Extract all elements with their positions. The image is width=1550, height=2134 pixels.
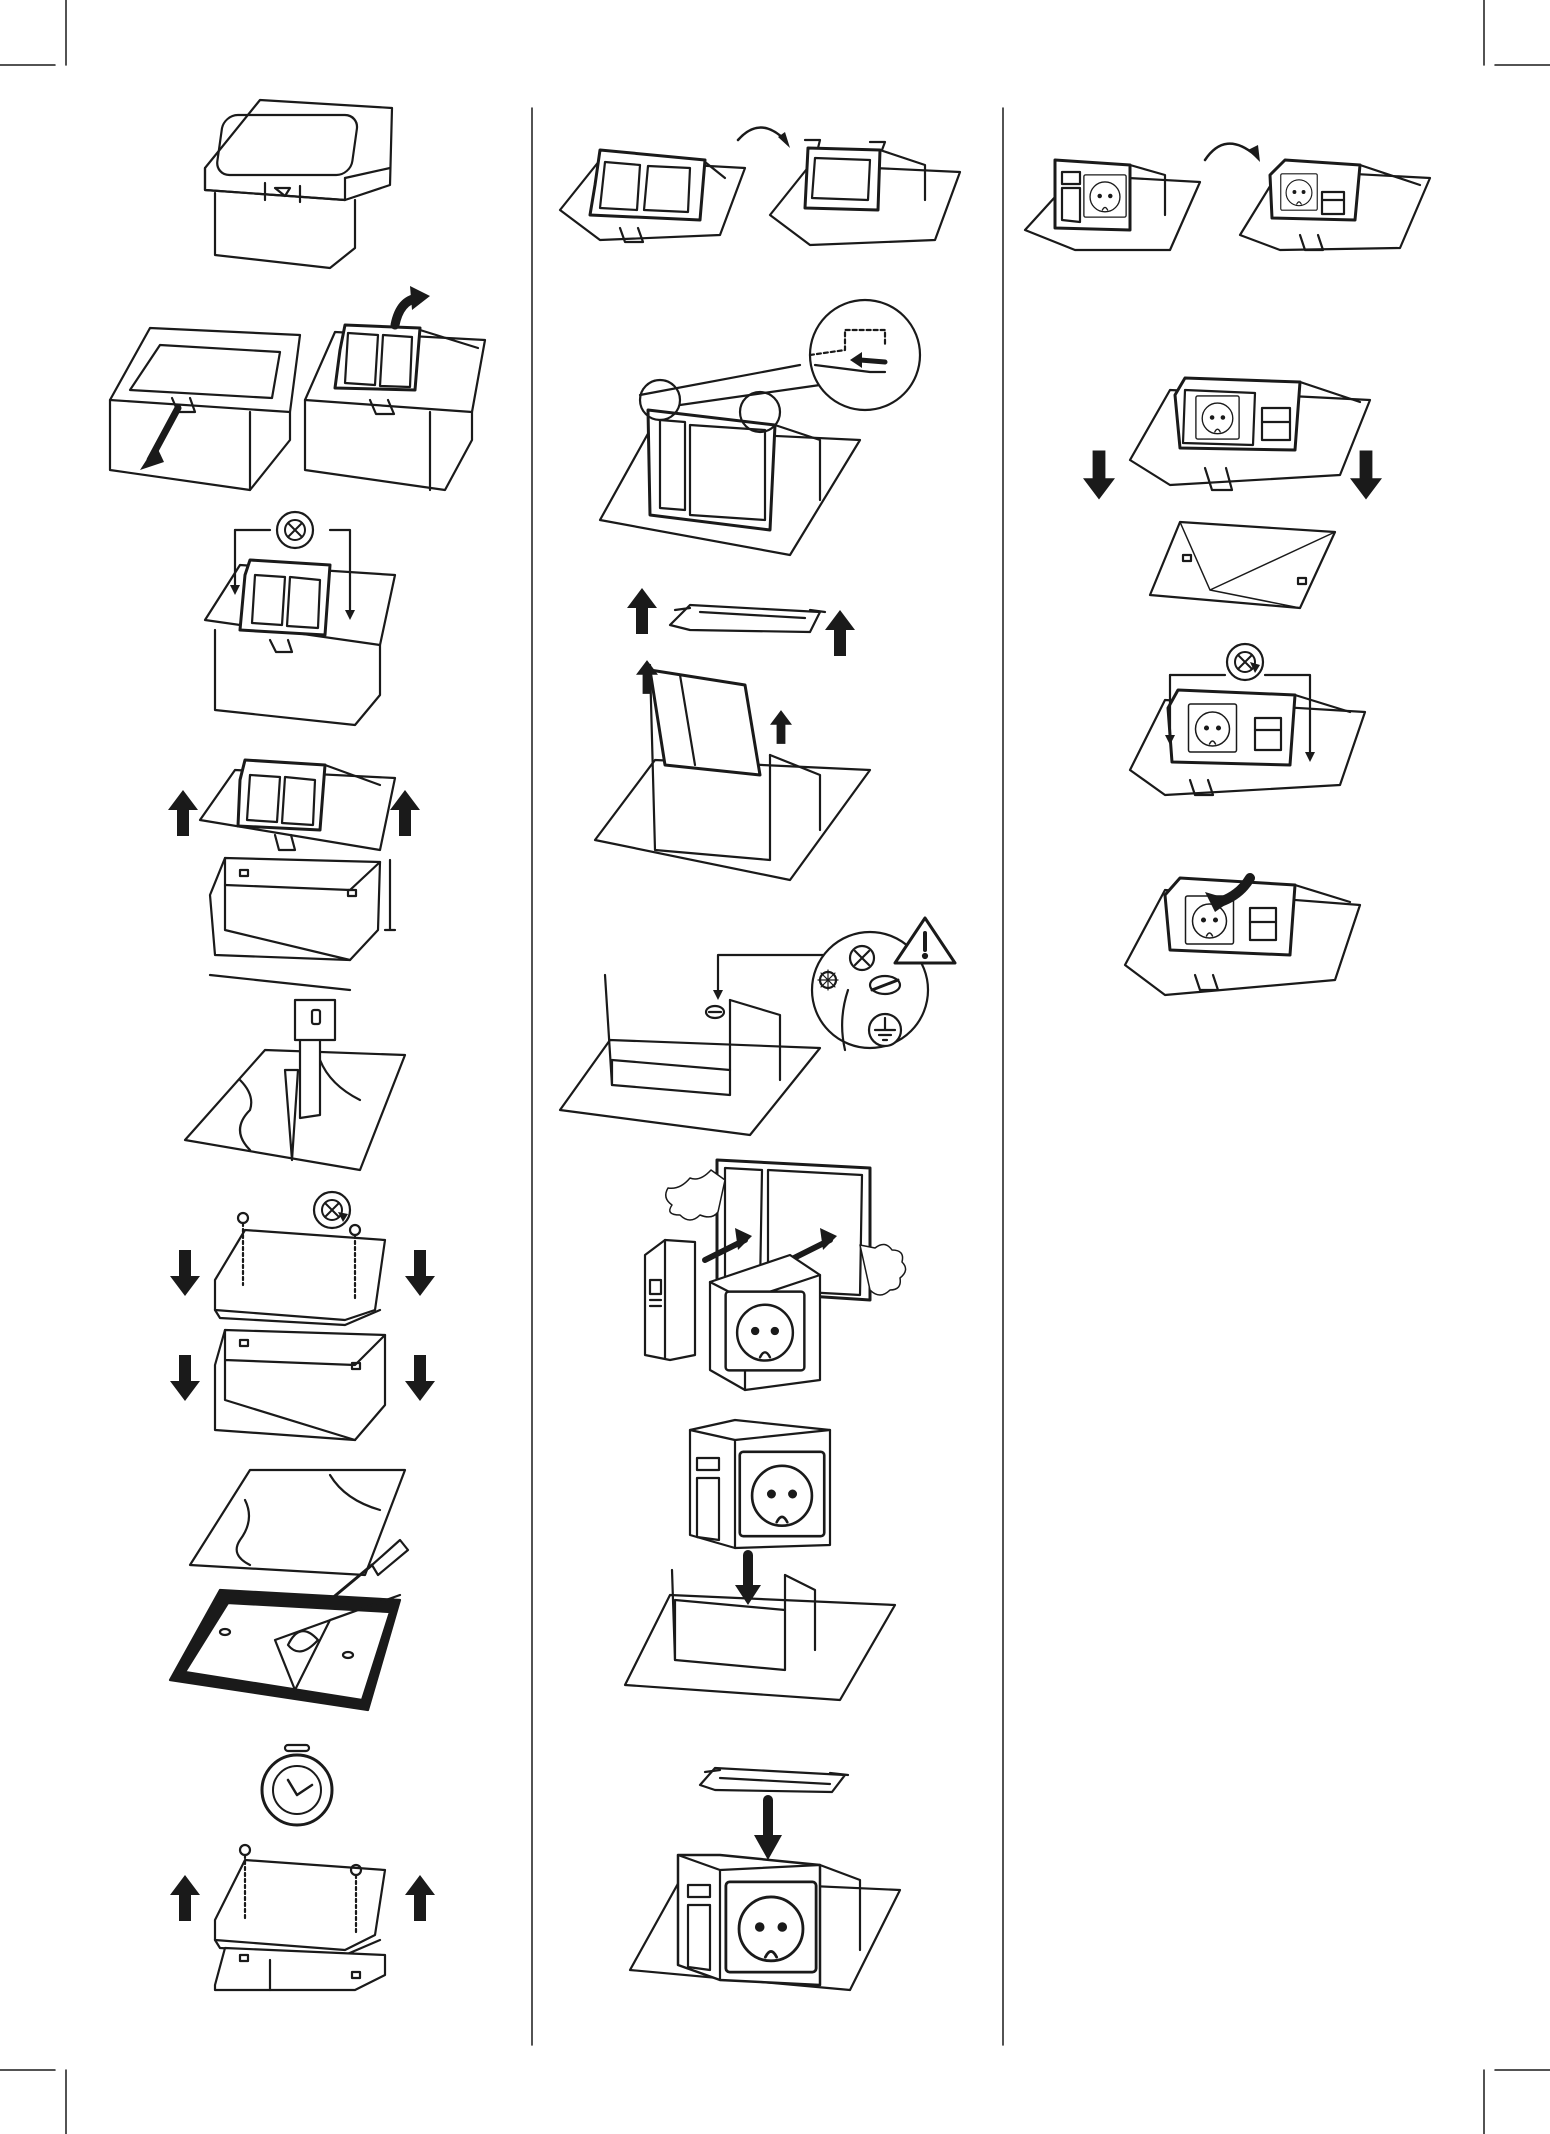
- column-1: [110, 100, 485, 1990]
- step-remove-inner-frame: [595, 588, 870, 880]
- step-rotate-frame: [560, 128, 960, 246]
- screwdriver-icon: [1227, 644, 1263, 680]
- socket-icon: [726, 1292, 805, 1371]
- socket-icon: [1189, 704, 1237, 752]
- step-fit-bracket: [630, 1768, 900, 1990]
- step-stopwatch: [262, 1745, 332, 1825]
- socket-icon: [740, 1452, 824, 1536]
- socket-icon: [1084, 175, 1126, 217]
- step-assemble-box: [170, 1192, 435, 1575]
- step-lift-frame: [168, 760, 420, 990]
- step-closed-floor-box: [205, 100, 392, 268]
- step-close-lid: [1125, 878, 1360, 995]
- socket-icon: [1196, 396, 1239, 439]
- step-unscrew-frame: [205, 512, 395, 725]
- step-clip-detail: [600, 300, 920, 555]
- socket-icon: [1281, 174, 1317, 210]
- screwdriver-icon: [314, 1192, 350, 1228]
- step-earth-wiring: [560, 918, 955, 1135]
- step-open-lid-b: [305, 286, 485, 490]
- column-3: [1025, 144, 1430, 995]
- column-2: [560, 128, 960, 1991]
- screwdriver-icon: [277, 512, 313, 548]
- step-place-modules: [625, 1420, 895, 1700]
- step-rotate-insert: [1025, 144, 1430, 250]
- socket-icon: [726, 1882, 816, 1972]
- step-open-lid-a: [110, 328, 300, 490]
- step-remove-cover: [170, 1845, 435, 1990]
- step-screw-frame: [1130, 644, 1365, 795]
- step-mark-floor: [185, 1000, 405, 1170]
- step-insert-modules: [645, 1160, 906, 1390]
- step-lower-frame: [1083, 378, 1382, 608]
